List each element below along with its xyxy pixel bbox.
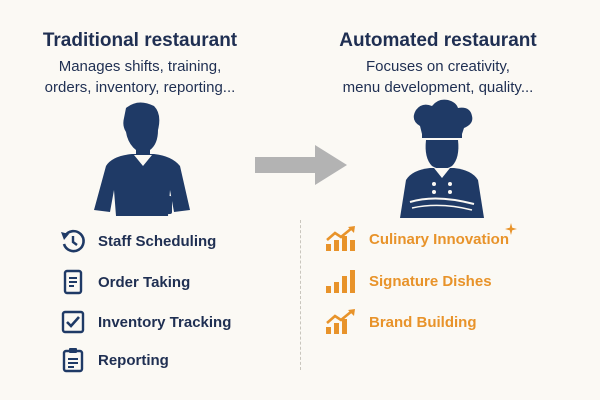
list-item-reporting: Reporting	[60, 347, 169, 373]
clock-arrow-icon	[61, 229, 85, 253]
clipboard-icon	[62, 348, 84, 373]
manager-person-icon	[94, 102, 190, 216]
column-divider	[300, 220, 301, 370]
automated-subtitle-line1: Focuses on creativity,	[366, 58, 510, 75]
list-item-order-taking: Order Taking	[60, 269, 190, 295]
sparkle-icon	[505, 223, 518, 235]
list-item-signature-dishes: Signature Dishes	[325, 268, 492, 294]
traditional-title: Traditional restaurant	[42, 30, 238, 51]
list-item-brand-building: Brand Building	[325, 309, 477, 335]
traditional-subtitle-line2: orders, inventory, reporting...	[44, 79, 236, 96]
traditional-column: Traditional restaurant Manages shifts, t…	[42, 30, 238, 96]
list-item-inventory-tracking: Inventory Tracking	[60, 309, 231, 335]
checkbox-icon	[61, 310, 85, 334]
automated-column: Automated restaurant Focuses on creativi…	[300, 0, 600, 400]
list-item-label: Reporting	[98, 351, 169, 369]
automated-title: Automated restaurant	[339, 30, 537, 51]
list-item-label: Staff Scheduling	[98, 232, 217, 250]
list-item-label: Brand Building	[369, 313, 477, 331]
list-item-label: Inventory Tracking	[98, 313, 232, 331]
list-item-label: Order Taking	[98, 273, 191, 291]
bar-chart-icon	[326, 270, 355, 293]
automated-subtitle-line2: menu development, quality...	[342, 79, 534, 96]
growth-chart-icon	[326, 309, 355, 334]
document-list-icon	[63, 269, 83, 295]
list-item-staff-scheduling: Staff Scheduling	[60, 228, 216, 254]
growth-chart-icon	[326, 226, 355, 251]
traditional-subtitle-line1: Manages shifts, training,	[58, 58, 222, 75]
list-item-label: Signature Dishes	[369, 272, 492, 290]
chef-icon	[400, 99, 484, 218]
list-item-label: Culinary Innovation	[369, 230, 510, 248]
right-arrow-icon	[255, 145, 347, 185]
list-item-culinary-innovation: Culinary Innovation	[325, 223, 521, 252]
